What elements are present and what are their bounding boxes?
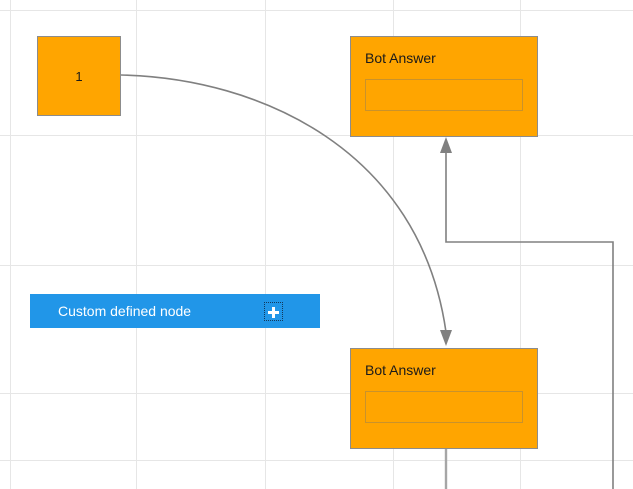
connector-curved-edge[interactable] (120, 74, 452, 346)
node-bot-answer-top[interactable]: Bot Answer (350, 36, 538, 137)
node-bot-answer-bottom-slot[interactable] (365, 391, 523, 423)
node-1[interactable]: 1 (37, 36, 121, 116)
node-bot-answer-bottom[interactable]: Bot Answer (350, 348, 538, 449)
custom-defined-node-label: Custom defined node (58, 303, 192, 319)
plus-icon[interactable] (264, 301, 283, 321)
node-bot-answer-top-slot[interactable] (365, 79, 523, 111)
connector-orthogonal-edge[interactable] (440, 137, 614, 489)
plus-icon-vertical (272, 306, 275, 318)
arrowhead-up-icon (440, 137, 452, 153)
node-bot-answer-bottom-title: Bot Answer (365, 362, 436, 378)
custom-defined-node-bar[interactable]: Custom defined node (30, 294, 320, 328)
node-bot-answer-top-title: Bot Answer (365, 50, 436, 66)
arrowhead-down-icon (440, 330, 452, 346)
node-1-label: 1 (75, 68, 83, 84)
